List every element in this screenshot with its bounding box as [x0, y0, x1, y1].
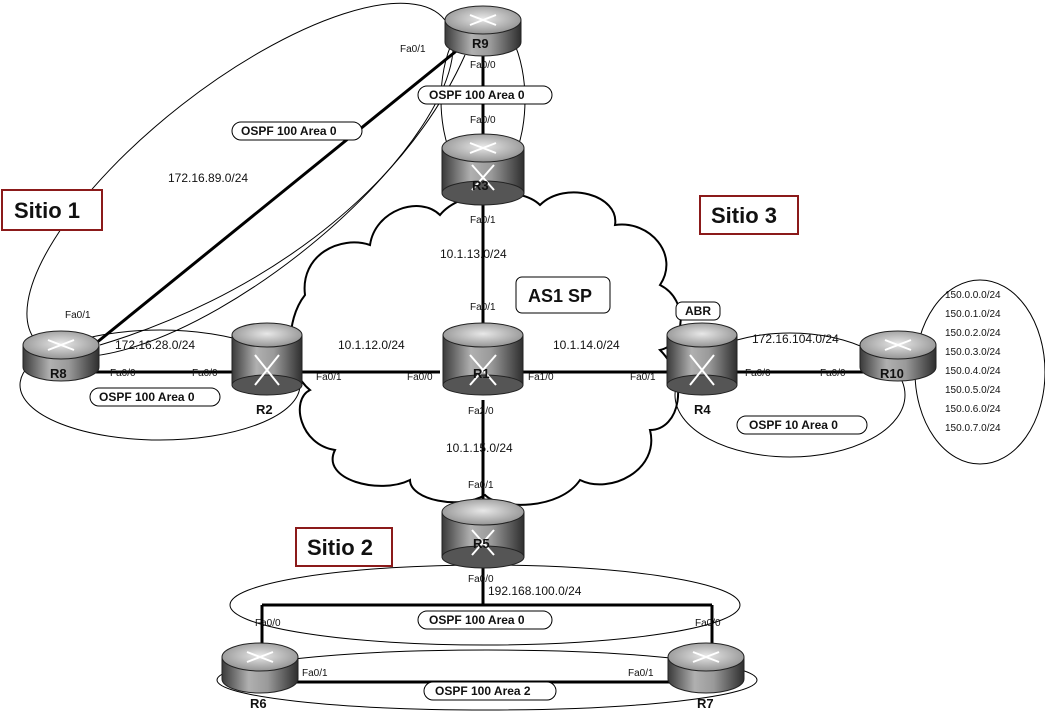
ospf-box-lan5: OSPF 100 Area 0: [417, 610, 553, 630]
if-r2-fa00: Fa0/0: [192, 368, 218, 379]
if-r6-fa00: Fa0/0: [255, 618, 281, 629]
svg-text:OSPF 10 Area 0: OSPF 10 Area 0: [749, 418, 838, 432]
net-10-1-13: 10.1.13.0/24: [440, 247, 507, 261]
if-r1-fa20: Fa2/0: [468, 406, 494, 417]
router-r3-label: R3: [472, 178, 489, 193]
router-r8[interactable]: [22, 330, 100, 382]
router-r5[interactable]: [441, 498, 525, 569]
if-r9-fa00: Fa0/0: [470, 60, 496, 71]
loopback-7: 150.0.7.0/24: [945, 423, 1001, 434]
router-r6-label: R6: [250, 696, 267, 711]
router-r4[interactable]: [666, 322, 738, 396]
router-r3[interactable]: [441, 133, 525, 206]
if-r8-fa00: Fa0/0: [110, 368, 136, 379]
ospf-box-r8-r9: OSPF 100 Area 0: [231, 121, 363, 141]
loopback-0: 150.0.0.0/24: [945, 290, 1001, 301]
router-r2[interactable]: [231, 322, 303, 396]
site-3-box: Sitio 3: [699, 195, 799, 235]
if-r3-fa00: Fa0/0: [470, 115, 496, 126]
if-r2-fa01: Fa0/1: [316, 372, 342, 383]
router-r9-label: R9: [472, 36, 489, 51]
if-r3-fa01: Fa0/1: [470, 215, 496, 226]
site-1-label: Sitio 1: [14, 198, 80, 223]
router-r1-label: R1: [473, 366, 490, 381]
router-r5-label: R5: [473, 536, 490, 551]
router-r10-label: R10: [880, 366, 904, 381]
ospf-box-r4-r10: OSPF 10 Area 0: [736, 415, 868, 435]
if-r1-fa10: Fa1/0: [528, 372, 554, 383]
abr-label: ABR: [685, 304, 711, 318]
svg-text:OSPF 100 Area 0: OSPF 100 Area 0: [241, 124, 337, 138]
loopback-3: 150.0.3.0/24: [945, 347, 1001, 358]
if-r7-fa00: Fa0/0: [695, 618, 721, 629]
net-172-16-89: 172.16.89.0/24: [168, 171, 248, 185]
loopback-list: 150.0.0.0/24 150.0.1.0/24 150.0.2.0/24 1…: [945, 290, 1001, 434]
router-r6[interactable]: [221, 642, 299, 694]
router-r2-label: R2: [256, 402, 273, 417]
ospf-box-r8-r2: OSPF 100 Area 0: [89, 387, 221, 407]
abr-label-box: ABR: [675, 301, 721, 321]
if-r10-fa00: Fa0/0: [820, 368, 846, 379]
net-172-16-28: 172.16.28.0/24: [115, 338, 195, 352]
svg-text:OSPF 100 Area 0: OSPF 100 Area 0: [99, 390, 195, 404]
net-192-168-100: 192.168.100.0/24: [488, 584, 582, 598]
svg-text:OSPF 100 Area 2: OSPF 100 Area 2: [435, 684, 531, 698]
if-r9-fa01: Fa0/1: [400, 44, 426, 55]
cloud-label-box: AS1 SP: [515, 276, 611, 314]
cloud-label: AS1 SP: [528, 286, 592, 306]
loopback-4: 150.0.4.0/24: [945, 366, 1001, 377]
site-2-label: Sitio 2: [307, 535, 373, 560]
if-r6-fa01: Fa0/1: [302, 668, 328, 679]
loopback-1: 150.0.1.0/24: [945, 309, 1001, 320]
if-r4-fa00: Fa0/0: [745, 368, 771, 379]
router-r1[interactable]: [442, 322, 524, 396]
svg-text:OSPF 100 Area 0: OSPF 100 Area 0: [429, 88, 525, 102]
net-172-16-104: 172.16.104.0/24: [752, 332, 839, 346]
if-r7-fa01: Fa0/1: [628, 668, 654, 679]
ospf-box-r6-r7: OSPF 100 Area 2: [423, 681, 557, 701]
loopback-5: 150.0.5.0/24: [945, 385, 1001, 396]
link-r8-r9: [84, 46, 461, 354]
svg-text:OSPF 100 Area 0: OSPF 100 Area 0: [429, 613, 525, 627]
if-r4-fa01: Fa0/1: [630, 372, 656, 383]
area-r6-r7-ellipse: [216, 649, 758, 711]
ospf-box-r9-r3: OSPF 100 Area 0: [417, 85, 553, 105]
net-10-1-15: 10.1.15.0/24: [446, 441, 513, 455]
router-r9[interactable]: [444, 5, 522, 57]
site-1-box: Sitio 1: [1, 189, 103, 231]
if-r5-fa00: Fa0/0: [468, 574, 494, 585]
router-r7[interactable]: [667, 642, 745, 694]
area-r4-r10-ellipse: [674, 332, 906, 458]
router-r4-label: R4: [694, 402, 711, 417]
router-r8-label: R8: [50, 366, 67, 381]
net-10-1-12: 10.1.12.0/24: [338, 338, 405, 352]
if-r1-fa01: Fa0/1: [470, 302, 496, 313]
if-r8-fa01: Fa0/1: [65, 310, 91, 321]
router-r10[interactable]: [859, 330, 937, 382]
if-r5-fa01: Fa0/1: [468, 480, 494, 491]
loopback-2: 150.0.2.0/24: [945, 328, 1001, 339]
area-r8-r9-inner-arc: [99, 54, 466, 346]
net-10-1-14: 10.1.14.0/24: [553, 338, 620, 352]
loopback-6: 150.0.6.0/24: [945, 404, 1001, 415]
site-2-box: Sitio 2: [295, 527, 393, 567]
router-r7-label: R7: [697, 696, 714, 711]
site-3-label: Sitio 3: [711, 203, 777, 228]
if-r1-fa00: Fa0/0: [407, 372, 433, 383]
